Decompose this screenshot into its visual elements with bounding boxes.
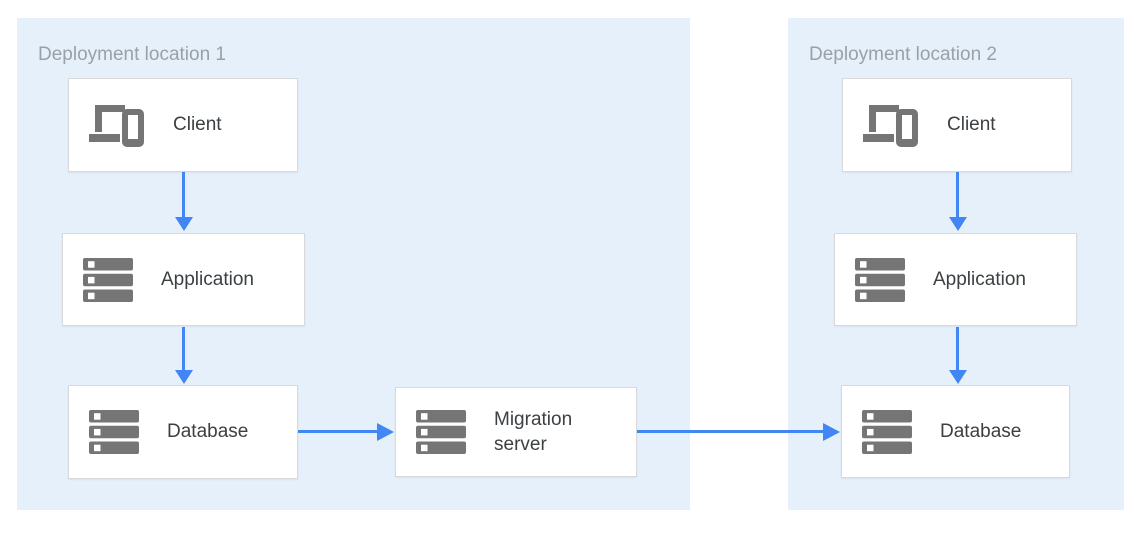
arrow-head — [948, 217, 967, 231]
node-client-1: Client — [68, 78, 298, 172]
node-database-2: Database — [841, 385, 1070, 478]
node-label: Migration server — [494, 408, 573, 455]
storage-icon — [862, 409, 912, 454]
arrow-head — [174, 370, 193, 384]
arrow-application-1-to-database-1 — [174, 327, 193, 384]
node-label: Client — [173, 114, 222, 136]
arrow-head — [174, 217, 193, 231]
arrow-head — [377, 422, 394, 441]
arrow-head — [948, 370, 967, 384]
node-migration-server: Migration server — [395, 387, 637, 477]
storage-icon — [855, 257, 905, 302]
node-application-2: Application — [834, 233, 1077, 326]
arrow-database-1-to-migration-server — [298, 422, 394, 441]
arrow-migration-server-to-database-2 — [637, 422, 840, 441]
node-database-1: Database — [68, 385, 298, 479]
region-title: Deployment location 1 — [38, 44, 226, 65]
node-application-1: Application — [62, 233, 305, 326]
node-label: Database — [167, 421, 249, 443]
arrow-client-1-to-application-1 — [174, 172, 193, 231]
node-label: Client — [947, 114, 996, 136]
devices-icon — [89, 100, 145, 150]
node-label: Application — [933, 268, 1026, 290]
node-label: Database — [940, 420, 1022, 442]
arrow-head — [823, 422, 840, 441]
storage-icon — [83, 257, 133, 302]
storage-icon — [89, 410, 139, 454]
devices-icon — [863, 100, 919, 150]
arrow-client-2-to-application-2 — [948, 172, 967, 231]
arrow-application-2-to-database-2 — [948, 327, 967, 384]
region-title: Deployment location 2 — [809, 44, 997, 65]
node-client-2: Client — [842, 78, 1072, 172]
storage-icon — [416, 410, 466, 454]
node-label: Application — [161, 268, 254, 290]
